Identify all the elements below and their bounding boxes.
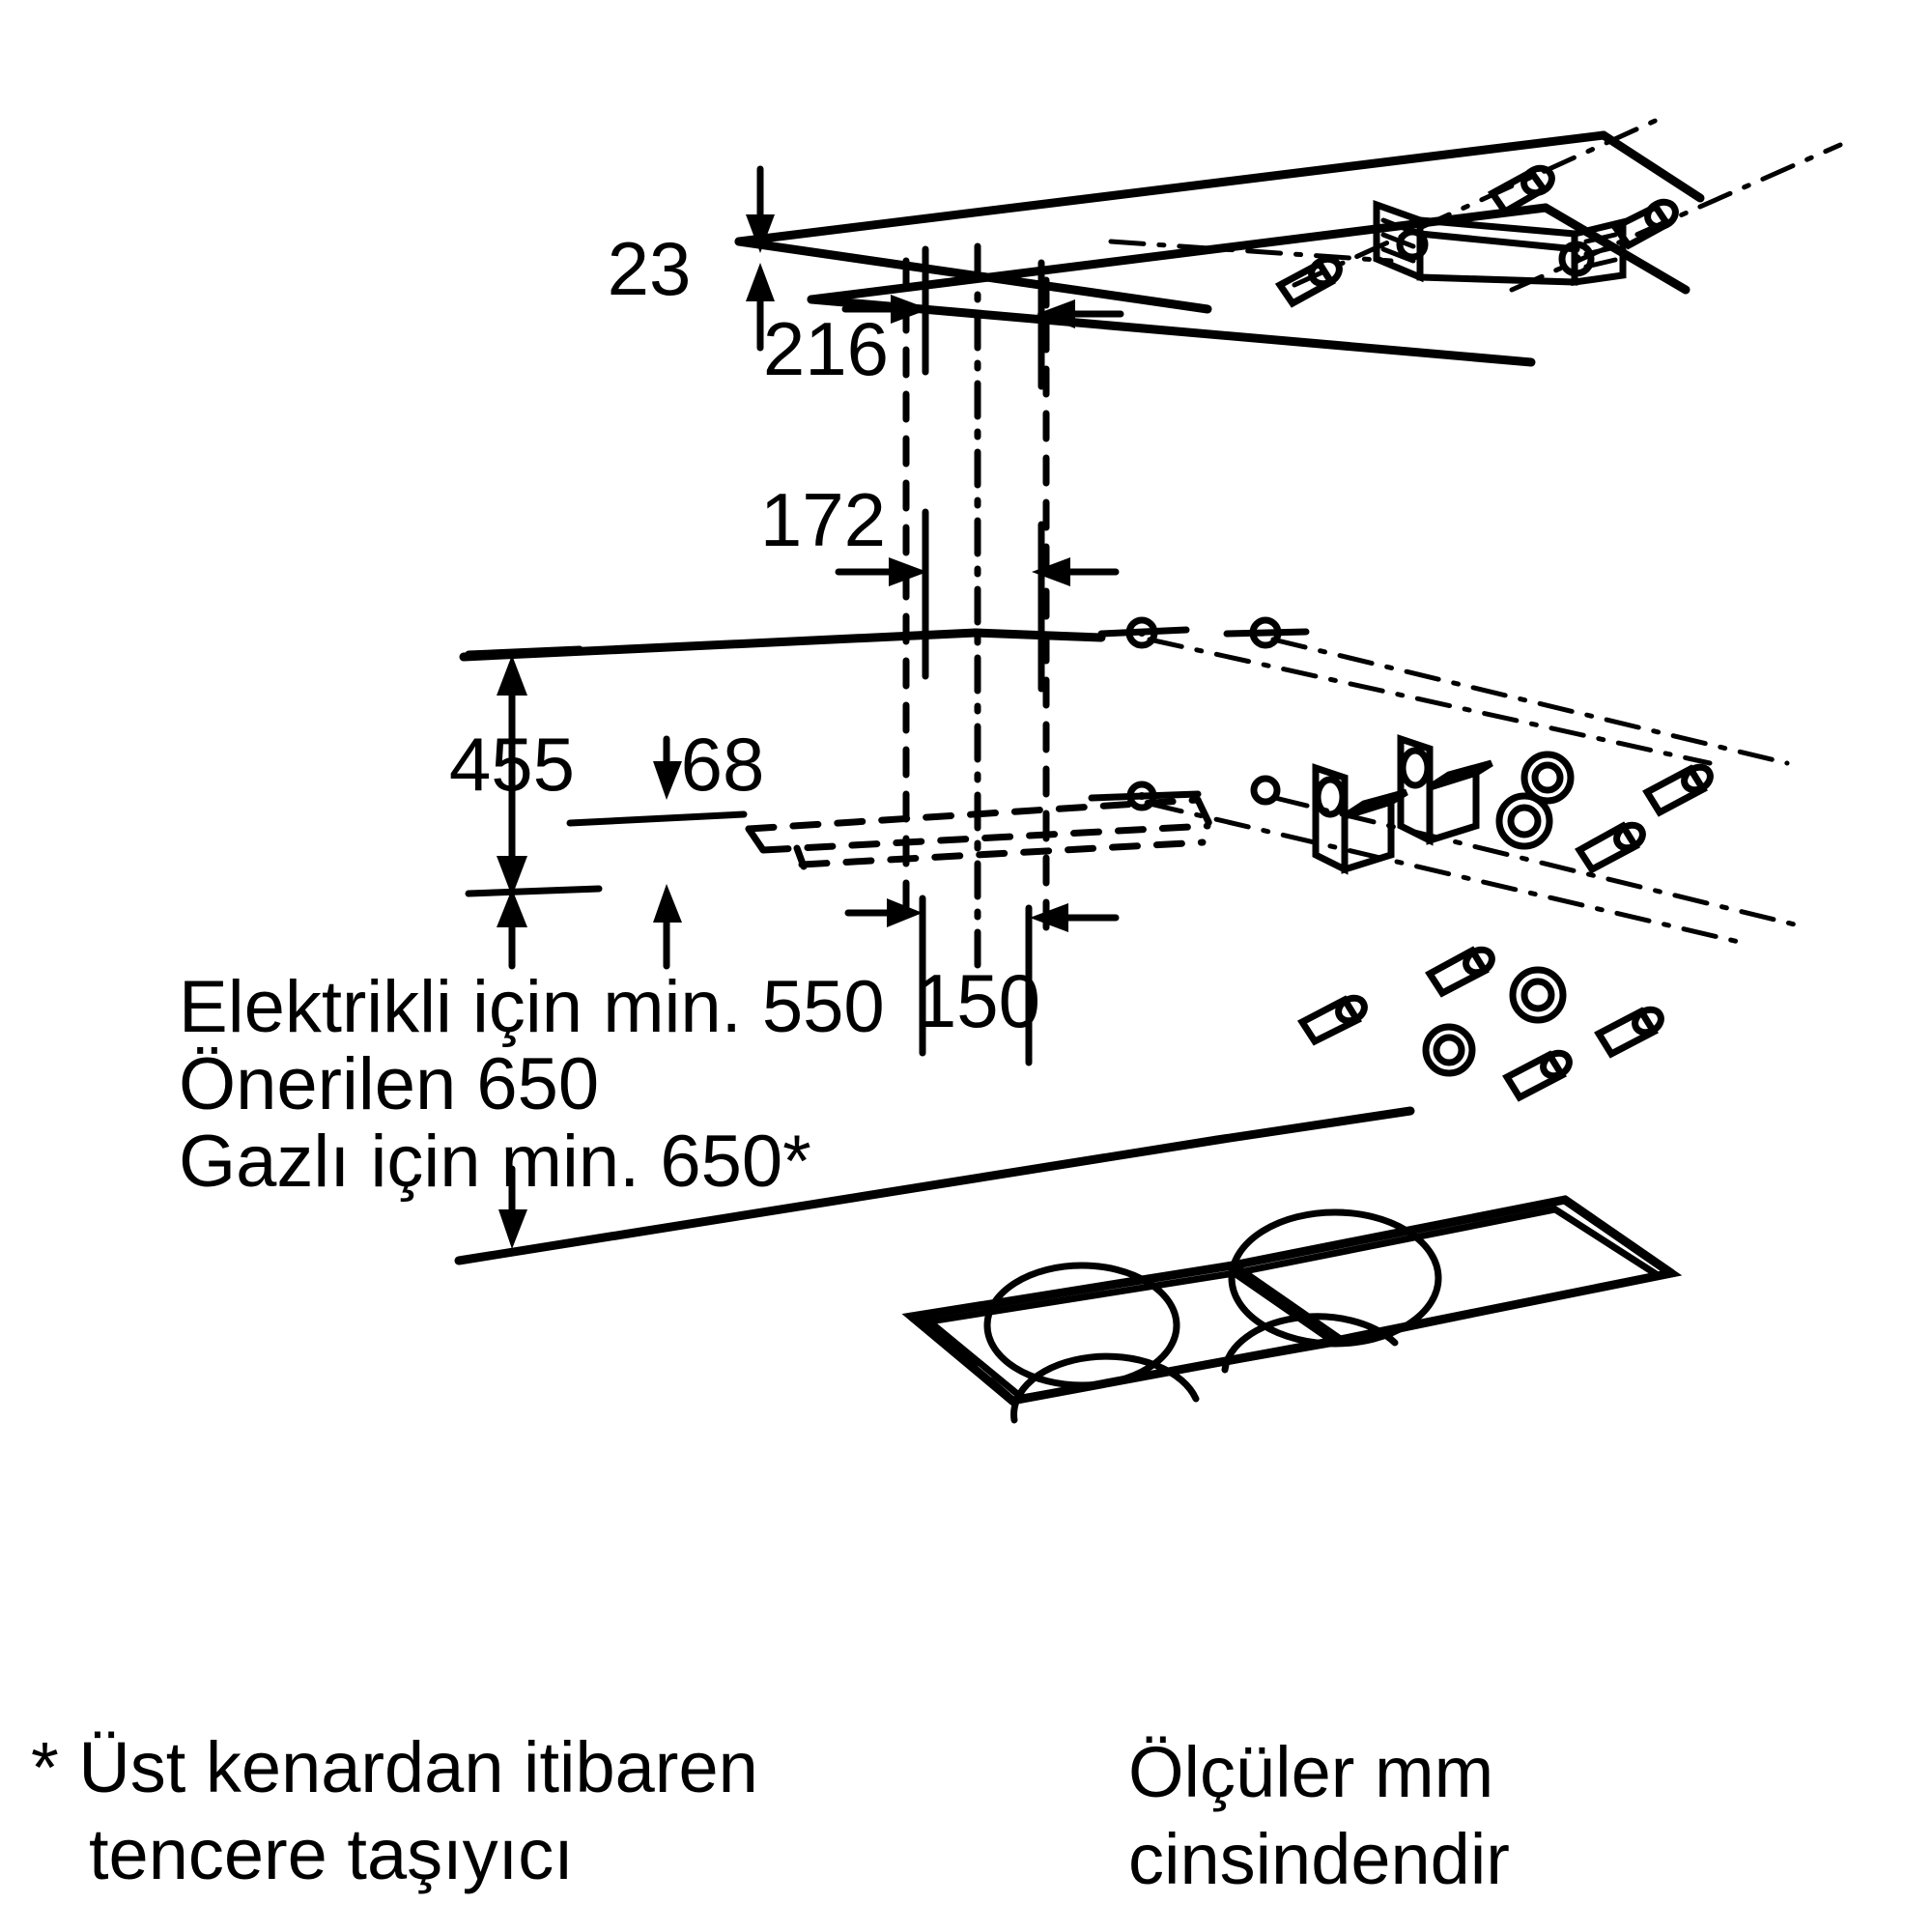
ceiling-fixing-screws [1274, 164, 1679, 308]
clearance-arrow-down [498, 1165, 527, 1249]
ceiling-bracket-centerlines [1108, 115, 1843, 293]
worktop-surface-line [454, 1106, 1415, 1265]
dim-label-68: 68 [681, 722, 765, 807]
dim-label-216: 216 [763, 306, 889, 391]
dim-label-172: 172 [760, 477, 886, 562]
units-note-line-1: Ölçüler mm [1128, 1732, 1493, 1812]
dim-label-23: 23 [608, 226, 692, 311]
hood-bracket-centerlines-bottom [1147, 795, 1809, 945]
hood-bottom-hidden-outline [745, 796, 1213, 870]
dim-label-455: 455 [449, 722, 575, 807]
dim-455 [465, 645, 603, 970]
hood-bracket-hole-markers-mid [1097, 616, 1310, 649]
hood-fixing-hardware-mid [1495, 751, 1714, 874]
dim-68 [566, 735, 748, 970]
dim-172 [835, 508, 1120, 693]
dim-label-150: 150 [915, 958, 1040, 1043]
hood-hook-brackets [1312, 734, 1493, 875]
footnote-line-2: tencere taşıyıcı [89, 1814, 574, 1894]
ceiling-plane [734, 130, 1705, 304]
clearance-gas-label: Gazlı için min. 650* [179, 1121, 811, 1203]
hood-bracket-centerlines-mid [1147, 637, 1790, 766]
units-note-line-2: cinsindendir [1128, 1819, 1510, 1899]
hood-fixing-hardware-bottom [1296, 946, 1664, 1102]
ceiling-edge-lines [734, 237, 1536, 367]
hood-bracket-hole-markers-bottom [1088, 775, 1281, 811]
clearance-recommended-label: Önerilen 650 [179, 1043, 599, 1125]
dim-150 [844, 898, 1120, 932]
dim-23 [746, 165, 775, 352]
dim-216 [841, 245, 1124, 390]
clearance-electric-label: Elektrikli için min. 550 [179, 966, 885, 1048]
footnote-line-1: * Üst kenardan itibaren [31, 1727, 758, 1807]
cooktop-illustration [901, 1195, 1683, 1424]
